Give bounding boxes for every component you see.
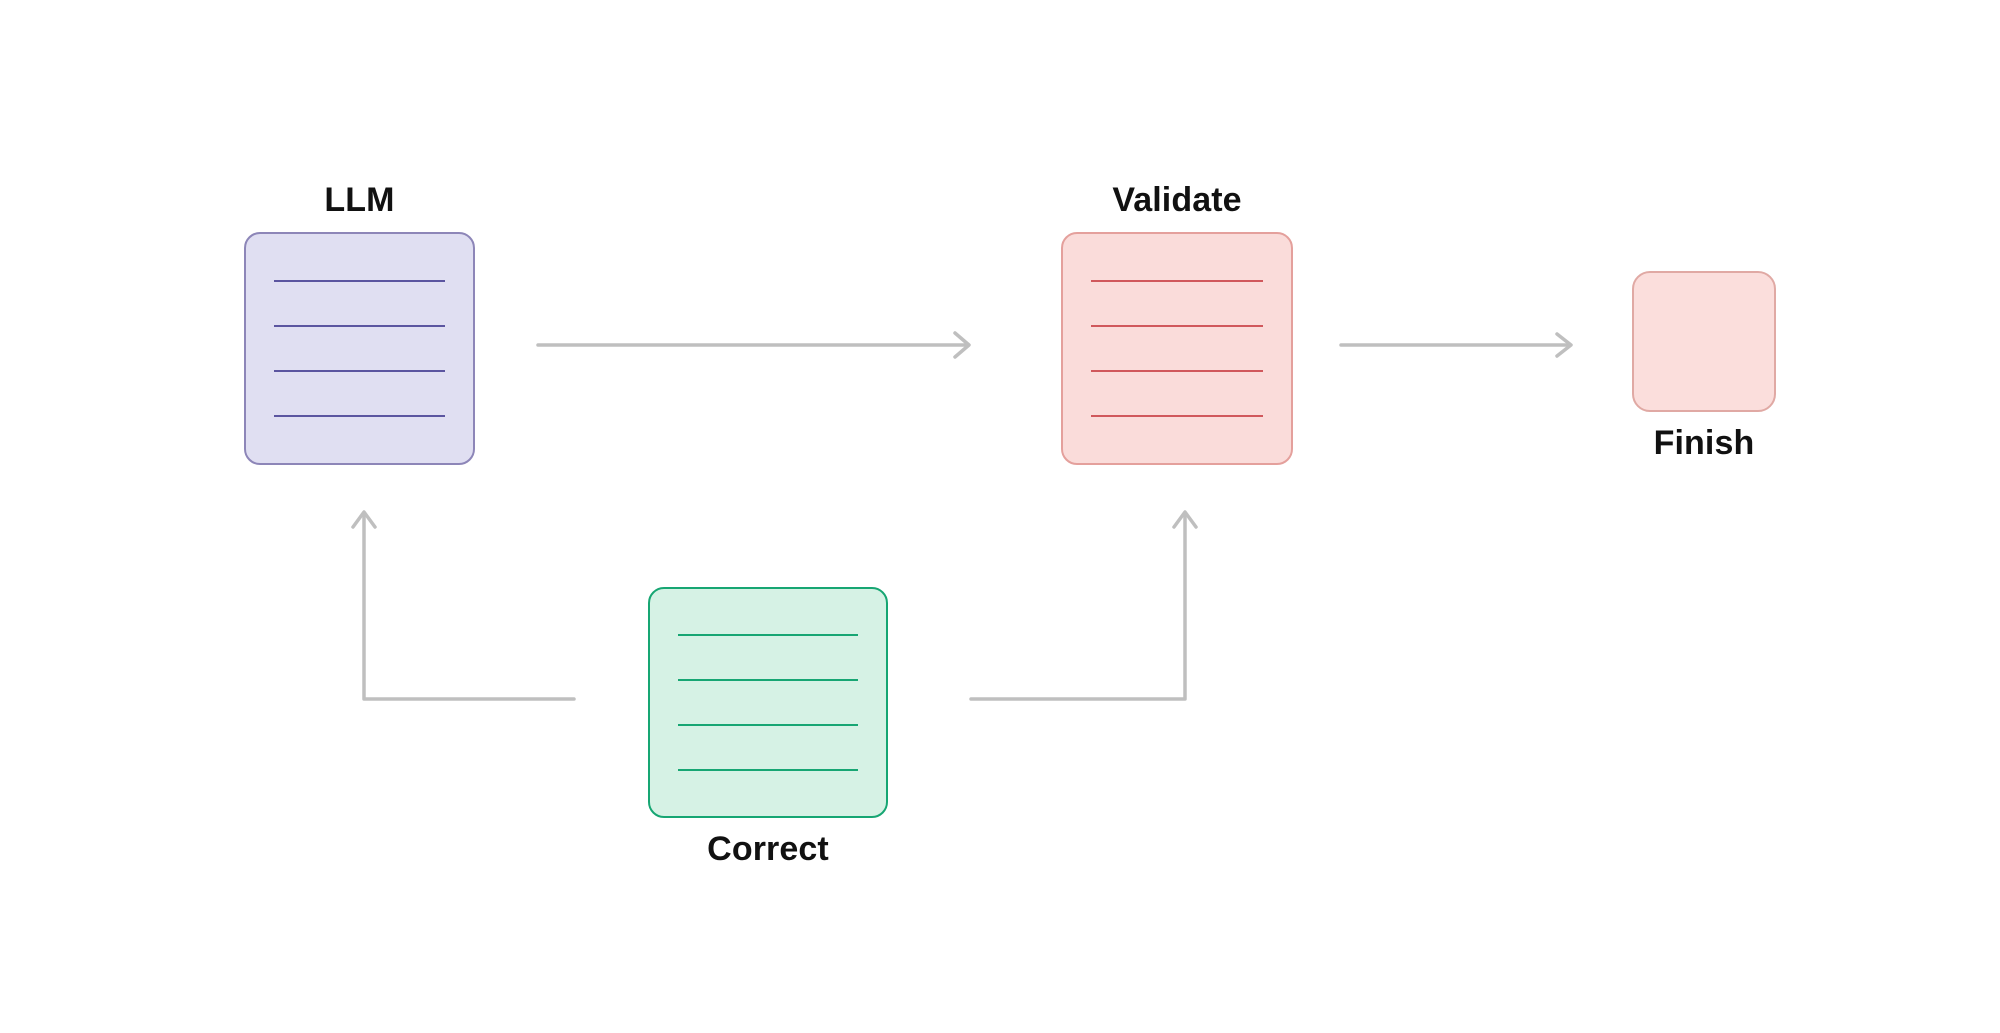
- node-validate-box[interactable]: [1061, 232, 1293, 465]
- node-validate-lines: [1063, 234, 1291, 463]
- node-validate-label: Validate: [1112, 181, 1242, 219]
- doc-line: [678, 634, 858, 636]
- node-validate[interactable]: Validate: [1061, 181, 1293, 465]
- doc-line: [274, 415, 445, 417]
- edge-llm-to-validate: [536, 331, 971, 359]
- doc-line: [1091, 325, 1263, 327]
- node-correct-lines: [650, 589, 886, 816]
- doc-line: [274, 370, 445, 372]
- node-llm-box[interactable]: [244, 232, 475, 465]
- node-llm[interactable]: LLM: [244, 181, 475, 465]
- doc-line: [678, 769, 858, 771]
- doc-line: [678, 679, 858, 681]
- doc-line: [1091, 280, 1263, 282]
- node-llm-label: LLM: [324, 181, 395, 219]
- node-correct-label: Correct: [707, 830, 829, 868]
- doc-line: [1091, 415, 1263, 417]
- edge-correct-to-llm: [351, 510, 576, 701]
- doc-line: [274, 325, 445, 327]
- doc-line: [1091, 370, 1263, 372]
- edge-correct-to-validate: [969, 510, 1198, 701]
- edge-validate-to-finish: [1339, 332, 1573, 358]
- node-finish-box[interactable]: [1632, 271, 1776, 412]
- node-finish[interactable]: Finish: [1632, 271, 1776, 462]
- node-finish-label: Finish: [1653, 424, 1755, 462]
- node-llm-lines: [246, 234, 473, 463]
- node-correct-box[interactable]: [648, 587, 888, 818]
- doc-line: [678, 724, 858, 726]
- node-correct[interactable]: Correct: [648, 587, 888, 868]
- doc-line: [274, 280, 445, 282]
